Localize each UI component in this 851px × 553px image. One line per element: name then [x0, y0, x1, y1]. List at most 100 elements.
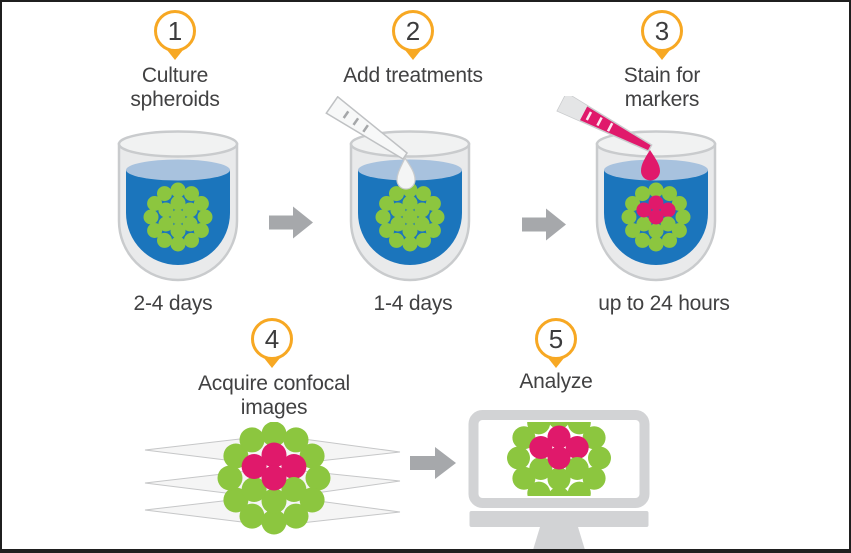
spheroid-cell: [636, 216, 652, 232]
pin-tip-icon: [654, 50, 670, 60]
arrow-right-icon: [522, 208, 566, 241]
spheroid-cell: [147, 223, 163, 238]
spheroid-cell: [389, 186, 404, 202]
stain-droplet: [641, 150, 660, 181]
step-1-duration: 2-4 days: [133, 292, 213, 315]
step-1-number: 1: [154, 10, 196, 52]
spheroid-cell: [389, 232, 404, 248]
spheroid-cell: [662, 186, 677, 202]
spheroid-cell: [379, 196, 395, 211]
spheroid-cell: [512, 466, 536, 490]
pipette-mark: [342, 110, 350, 119]
spheroid-cell-stained: [547, 425, 571, 449]
step-3-pin: 3: [641, 10, 683, 60]
step-3-number: 3: [641, 10, 683, 52]
spheroid-cell: [662, 232, 677, 248]
pipette-mark: [606, 122, 614, 132]
spheroid-cell: [223, 487, 249, 513]
arrow-right-icon: [410, 447, 456, 479]
spheroid-cell: [675, 209, 691, 225]
monitor-neck: [533, 527, 585, 549]
step-2-number: 2: [392, 10, 434, 52]
step-3-label-line1: Stain for: [623, 64, 701, 87]
spheroid-cell: [625, 196, 641, 211]
spheroid-cluster: [143, 182, 213, 252]
spheroid-cell: [648, 182, 664, 198]
spheroid-cell: [170, 209, 186, 225]
spheroid-cell: [390, 216, 406, 232]
spheroid-cell: [547, 422, 571, 429]
spheroid-cell: [184, 232, 199, 248]
spheroid-cell: [217, 465, 243, 491]
spheroid-cell: [565, 457, 589, 480]
spheroid-cell: [197, 209, 213, 225]
spheroid-cell: [281, 477, 307, 502]
spheroid-cell: [223, 443, 249, 469]
step-2-duration: 1-4 days: [373, 292, 453, 315]
pipette-mark: [362, 124, 369, 133]
spheroid-cluster: [375, 182, 445, 252]
pipette-icon: [325, 96, 416, 190]
step-1-label: Culture spheroids: [55, 64, 295, 112]
step-2-label: Add treatments: [293, 64, 533, 88]
spheroid-cell: [625, 223, 641, 238]
spheroid-cell: [425, 196, 441, 211]
spheroid-cell: [283, 503, 309, 529]
pipette-mark: [585, 111, 593, 121]
spheroid-cell-stained: [660, 202, 676, 218]
spheroid-cell: [241, 477, 267, 502]
spheroid-cell: [390, 202, 406, 218]
spheroid-cell: [193, 223, 209, 238]
pipette-upper: [557, 96, 588, 121]
spheroid-cell-stained: [281, 454, 307, 479]
step-4-number: 4: [251, 318, 293, 360]
spheroid-cell: [157, 186, 172, 202]
arrow-right-icon: [269, 206, 313, 239]
beaker-2-graphic: [325, 96, 471, 282]
spheroid-cluster-stained: [621, 182, 691, 252]
spheroid-cell: [402, 236, 418, 252]
confocal-imaging-graphic: [144, 422, 401, 535]
pin-tip-icon: [548, 358, 564, 368]
spheroid-cell-stained: [636, 202, 652, 218]
spheroid-cell: [527, 481, 551, 496]
pin-tip-icon: [264, 358, 280, 368]
step-3-duration: up to 24 hours: [598, 292, 730, 315]
spheroid-cell: [416, 186, 431, 202]
spheroid-cell: [299, 487, 325, 513]
spheroid-cell: [414, 202, 430, 218]
step-5-number: 5: [535, 318, 577, 360]
spheroid-cell: [170, 236, 186, 252]
spheroid-cell: [635, 186, 650, 202]
spheroid-cell: [184, 186, 199, 202]
step-3-label: Stain for markers: [542, 64, 782, 112]
spheroid-cell-stained: [241, 454, 267, 479]
spheroid-cell-stained: [565, 436, 589, 459]
spheroid-cell: [635, 232, 650, 248]
spheroid-cell-stained: [648, 209, 664, 225]
spheroid-cell: [567, 422, 591, 435]
spheroid-cell: [402, 209, 418, 225]
spheroid-cluster-stained: [507, 422, 611, 496]
spheroid-cell: [402, 223, 418, 239]
step-1-pin: 1: [154, 10, 196, 60]
pipette-mark: [596, 117, 603, 127]
spheroid-cell: [379, 223, 395, 238]
beaker-rim: [117, 130, 239, 158]
beaker-3-graphic: [556, 96, 717, 282]
spheroid-cell: [193, 196, 209, 211]
spheroid-cell: [261, 509, 287, 535]
spheroid-cell: [414, 216, 430, 232]
spheroid-cell-stained: [261, 442, 287, 468]
spheroid-cell: [671, 196, 687, 211]
step-2-pin: 2: [392, 10, 434, 60]
step-4-label-line1: Acquire confocal: [197, 372, 351, 395]
spheroid-cell: [283, 427, 309, 453]
spheroid-cell: [170, 195, 186, 211]
spheroid-cell: [261, 488, 287, 514]
spheroid-cell-stained: [261, 465, 287, 491]
spheroid-cell: [648, 236, 664, 252]
spheroid-cell: [170, 223, 186, 239]
beaker: [349, 130, 471, 282]
